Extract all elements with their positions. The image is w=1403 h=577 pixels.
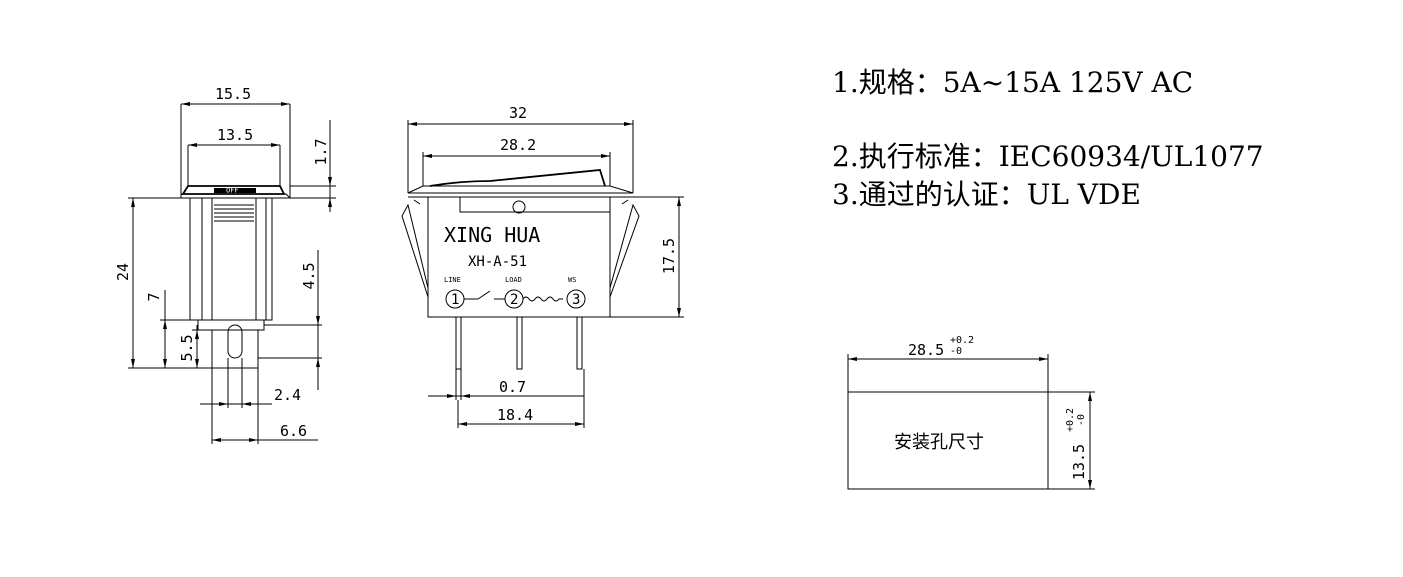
dim-24: 24 xyxy=(114,263,132,281)
dim-1-7: 1.7 xyxy=(312,138,330,165)
spec-line-2: 2.执行标准：IEC60934/UL1077 xyxy=(832,140,1264,173)
front-view: XING HUA XH-A-51 LINE LOAD WS 1 2 3 32 xyxy=(401,104,684,428)
terminal-label-load: LOAD xyxy=(505,276,522,284)
terminal-number-3: 3 xyxy=(572,292,580,308)
resistor-coil xyxy=(522,296,563,302)
terminal-circle-3 xyxy=(566,289,586,309)
side-terminal-pin xyxy=(227,324,243,359)
dim-32: 32 xyxy=(509,104,527,122)
dim-15-5: 15.5 xyxy=(215,85,251,103)
cutout-height-tol-lower: -0 xyxy=(1076,414,1087,426)
left-clip xyxy=(401,203,429,298)
dim-4-5: 4.5 xyxy=(300,262,318,289)
cutout-height-tol-upper: +0.2 xyxy=(1065,408,1076,432)
cutout-width-tol-upper: +0.2 xyxy=(950,335,974,346)
dim-28-2: 28.2 xyxy=(500,136,536,154)
cutout-rect xyxy=(847,391,1049,490)
dim-17-5: 17.5 xyxy=(660,238,678,274)
dim-2-4: 2.4 xyxy=(274,386,301,404)
terminal-label-ws: WS xyxy=(568,276,576,284)
cutout-label: 安装孔尺寸 xyxy=(894,432,984,453)
front-flange xyxy=(407,185,634,194)
dim-13-5: 13.5 xyxy=(217,126,253,144)
pin-1 xyxy=(455,316,462,370)
rocker-off-mark xyxy=(214,188,256,193)
pin-3 xyxy=(576,316,583,370)
right-clip xyxy=(609,203,640,298)
side-view: OFF 15.5 13.5 xyxy=(114,85,336,444)
side-terminal-block xyxy=(211,329,259,369)
dim-0-7: 0.7 xyxy=(499,378,526,396)
mounting-cutout: 安装孔尺寸 28.5 +0.2 -0 13.5 +0.2 -0 xyxy=(847,335,1095,490)
model-label: XH-A-51 xyxy=(468,254,527,270)
terminal-number-2: 2 xyxy=(510,292,518,308)
specifications: 1.规格：5A~15A 125V AC 2.执行标准：IEC60934/UL10… xyxy=(832,66,1264,211)
brand-label: XING HUA xyxy=(444,223,540,247)
dim-5-5: 5.5 xyxy=(178,334,196,361)
spec-line-1: 1.规格：5A~15A 125V AC xyxy=(832,66,1193,99)
spec-line-3: 3.通过的认证：UL VDE xyxy=(832,178,1141,211)
cutout-dim-height: 13.5 xyxy=(1070,444,1088,480)
side-ribs xyxy=(214,204,254,222)
cutout-dim-width: 28.5 xyxy=(908,341,944,359)
side-rocker xyxy=(181,185,286,195)
front-indicator xyxy=(512,200,526,214)
terminal-label-line: LINE xyxy=(444,276,461,284)
pin-2 xyxy=(516,316,523,370)
dim-7: 7 xyxy=(145,292,163,301)
terminal-number-1: 1 xyxy=(451,292,459,308)
dim-18-4: 18.4 xyxy=(497,406,533,424)
rocker-off-label: OFF xyxy=(226,187,239,195)
cutout-width-tol-lower: -0 xyxy=(950,346,962,357)
front-rocker xyxy=(429,169,606,187)
dim-6-6: 6.6 xyxy=(280,422,307,440)
